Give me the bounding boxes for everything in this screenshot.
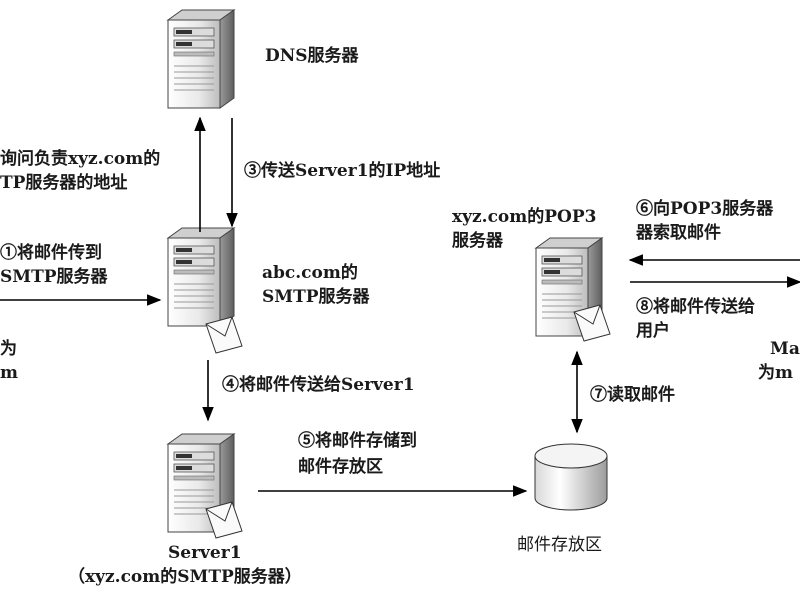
step6-label-line1: ⑥向POP3服务器 bbox=[636, 199, 774, 219]
pop3-label-line2: 服务器 bbox=[452, 231, 503, 251]
step1-label-line2: SMTP服务器 bbox=[0, 267, 108, 287]
step2-label-line1: 询问负责xyz.com的 bbox=[0, 149, 161, 169]
dns-server-label: DNS服务器 bbox=[265, 46, 359, 66]
abc-smtp-label-line1: abc.com的 bbox=[262, 263, 358, 283]
dns-server-icon bbox=[167, 9, 235, 109]
step5-label-line2: 邮件存放区 bbox=[298, 457, 383, 477]
mail-storage-icon bbox=[534, 443, 608, 511]
abc-envelope-icon bbox=[205, 316, 243, 354]
step7-label: ⑦读取邮件 bbox=[590, 385, 675, 405]
server1-label-line2: （xyz.com的SMTP服务器） bbox=[68, 567, 302, 587]
step3-label: ③传送Server1的IP地址 bbox=[244, 161, 441, 181]
right-fragment-1: Ma bbox=[770, 339, 800, 359]
mail-storage-label: 邮件存放区 bbox=[517, 535, 602, 555]
left-fragment-1: 为 bbox=[0, 339, 17, 359]
step1-label-line1: ①将邮件传到 bbox=[0, 243, 102, 263]
server1-label-line1: Server1 bbox=[168, 543, 242, 563]
step8-label-line1: ⑧将邮件传送给 bbox=[636, 297, 755, 317]
abc-smtp-label-line2: SMTP服务器 bbox=[262, 287, 370, 307]
step5-label-line1: ⑤将邮件存储到 bbox=[298, 431, 417, 451]
abc-smtp-server-icon bbox=[167, 227, 235, 327]
step6-label-line2: 器索取邮件 bbox=[636, 223, 721, 243]
server1-envelope-icon bbox=[205, 501, 243, 539]
right-fragment-2: 为m bbox=[758, 363, 793, 383]
step8-label-line2: 用户 bbox=[636, 321, 670, 341]
step4-label: ④将邮件传送给Server1 bbox=[222, 375, 415, 395]
left-fragment-2: m bbox=[0, 363, 18, 383]
pop3-label-line1: xyz.com的POP3 bbox=[452, 207, 597, 227]
step2-label-line2: TP服务器的地址 bbox=[0, 173, 128, 193]
